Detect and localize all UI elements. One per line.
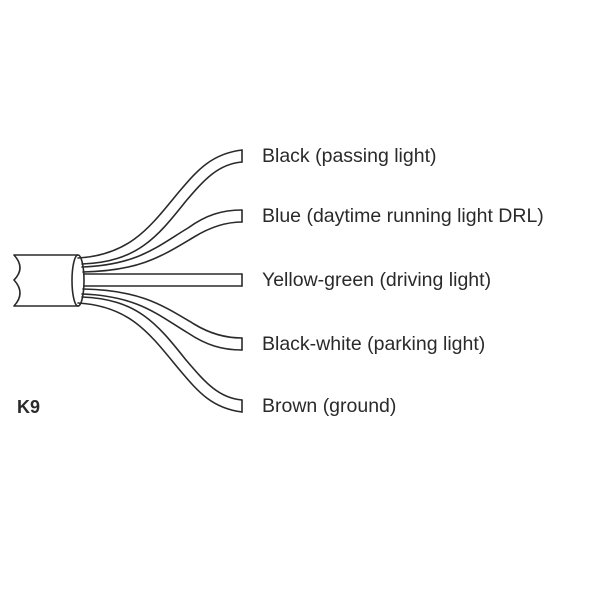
wire-brown [77, 296, 243, 413]
wire-black-white [81, 288, 243, 351]
wire-label-black-white: Black-white (parking light) [262, 333, 486, 355]
wire-black [77, 149, 243, 265]
wire-blue [81, 209, 243, 273]
wire-label-brown: Brown (ground) [262, 395, 397, 417]
wire-label-black: Black (passing light) [262, 145, 437, 167]
wire-label-blue: Blue (daytime running light DRL) [262, 205, 544, 227]
cable-jacket [13, 254, 79, 307]
wire-yellow-green [83, 273, 243, 287]
wire-label-yellow-green: Yellow-green (driving light) [262, 269, 492, 291]
cable-end [71, 254, 85, 307]
part-code: K9 [17, 397, 41, 417]
